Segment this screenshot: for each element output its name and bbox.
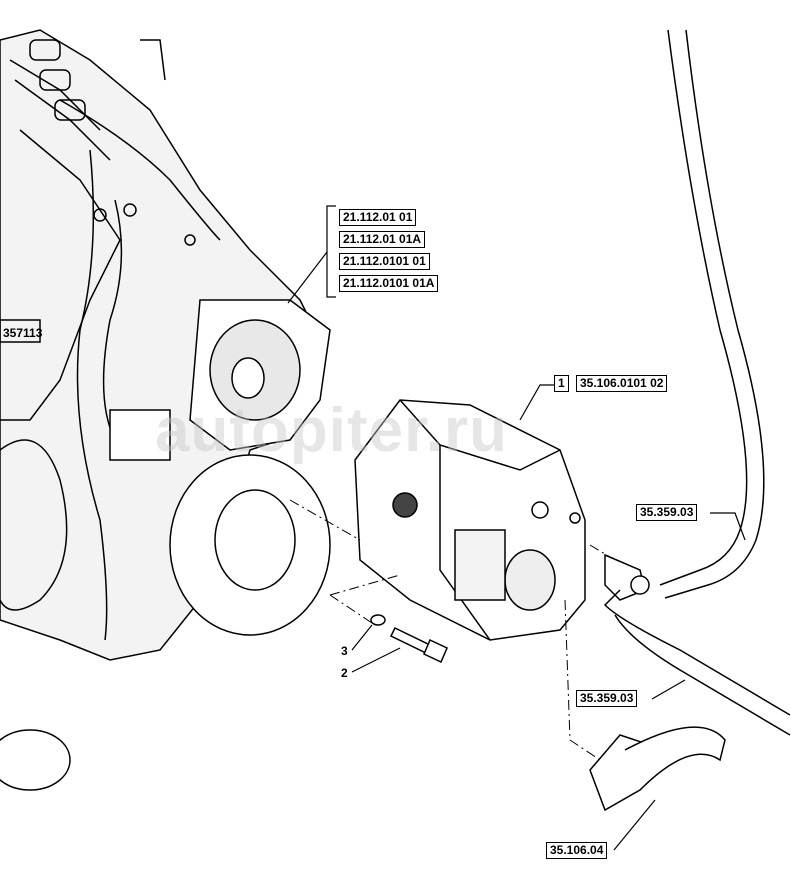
engine-block: 357113 — [0, 29, 331, 791]
flange-elbow — [589, 726, 726, 812]
hose-upper — [659, 29, 748, 586]
pump-part-label[interactable]: 35.106.0101 02 — [576, 375, 668, 392]
washer-item-number: 3 — [341, 644, 348, 658]
washer — [370, 614, 386, 626]
hose-lower — [603, 589, 791, 716]
hose-upper-label[interactable]: 35.359.03 — [636, 504, 698, 521]
hydraulic-pump — [354, 399, 586, 641]
leader-lines — [287, 205, 746, 851]
tee-fitting — [604, 553, 650, 601]
hose-upper-edge — [664, 29, 765, 599]
pump-item-number: 1 — [554, 375, 569, 392]
bolt — [389, 627, 448, 664]
engine-stamp — [0, 319, 41, 343]
bolt-item-number: 2 — [341, 666, 348, 680]
engine-stamp-text: 357113 — [3, 326, 43, 340]
engine-label-3[interactable]: 21.112.0101 01 — [339, 253, 430, 270]
engine-label-4[interactable]: 21.112.0101 01A — [339, 275, 439, 292]
watermark: autopiter.ru — [155, 396, 509, 465]
engine-label-1[interactable]: 21.112.01 01 — [339, 209, 417, 226]
engine-label-2[interactable]: 21.112.01 01A — [339, 231, 426, 248]
hose-lower-label[interactable]: 35.359.03 — [576, 690, 638, 707]
flange-label[interactable]: 35.106.04 — [546, 842, 608, 859]
